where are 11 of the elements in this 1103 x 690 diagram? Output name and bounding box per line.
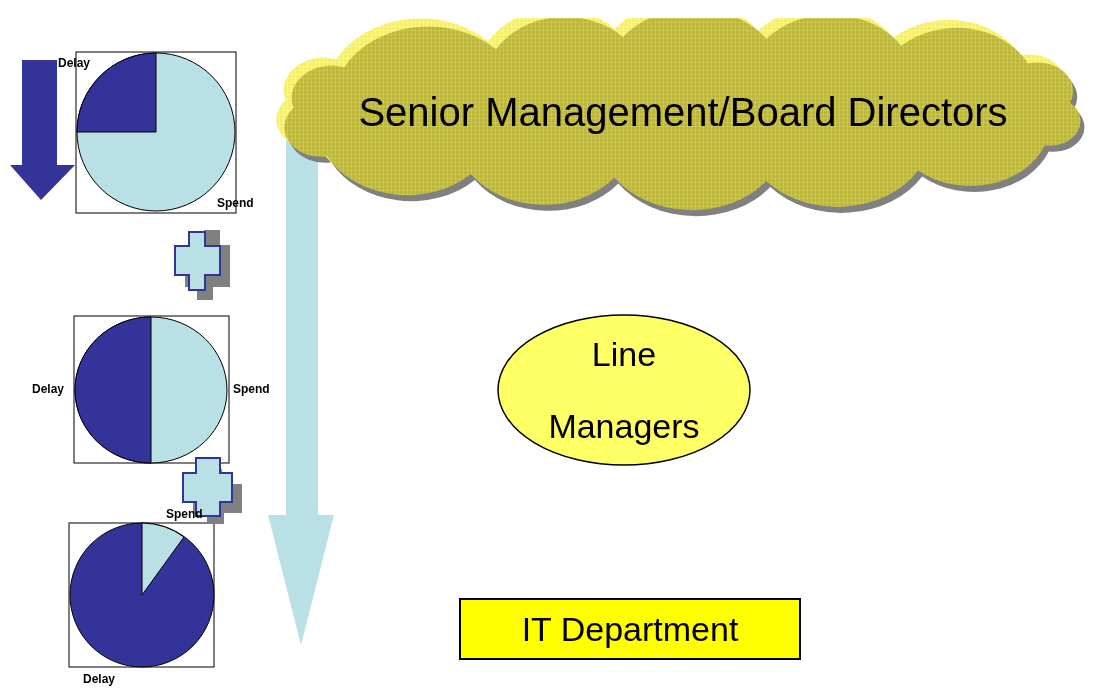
node-label: Line Managers (547, 334, 701, 447)
node-label: Senior Management/Board Directors (358, 89, 1008, 135)
chart-label: Spend (166, 507, 203, 521)
chart-label: Delay (83, 672, 116, 686)
chart-label: Delay (58, 56, 91, 70)
chart-label: Delay (32, 382, 65, 396)
chart-label: Spend (233, 382, 270, 396)
chart-label: Spend (217, 196, 254, 210)
process-box (459, 598, 801, 660)
ellipse-shape (497, 314, 751, 466)
node-label: IT Department (521, 609, 739, 649)
